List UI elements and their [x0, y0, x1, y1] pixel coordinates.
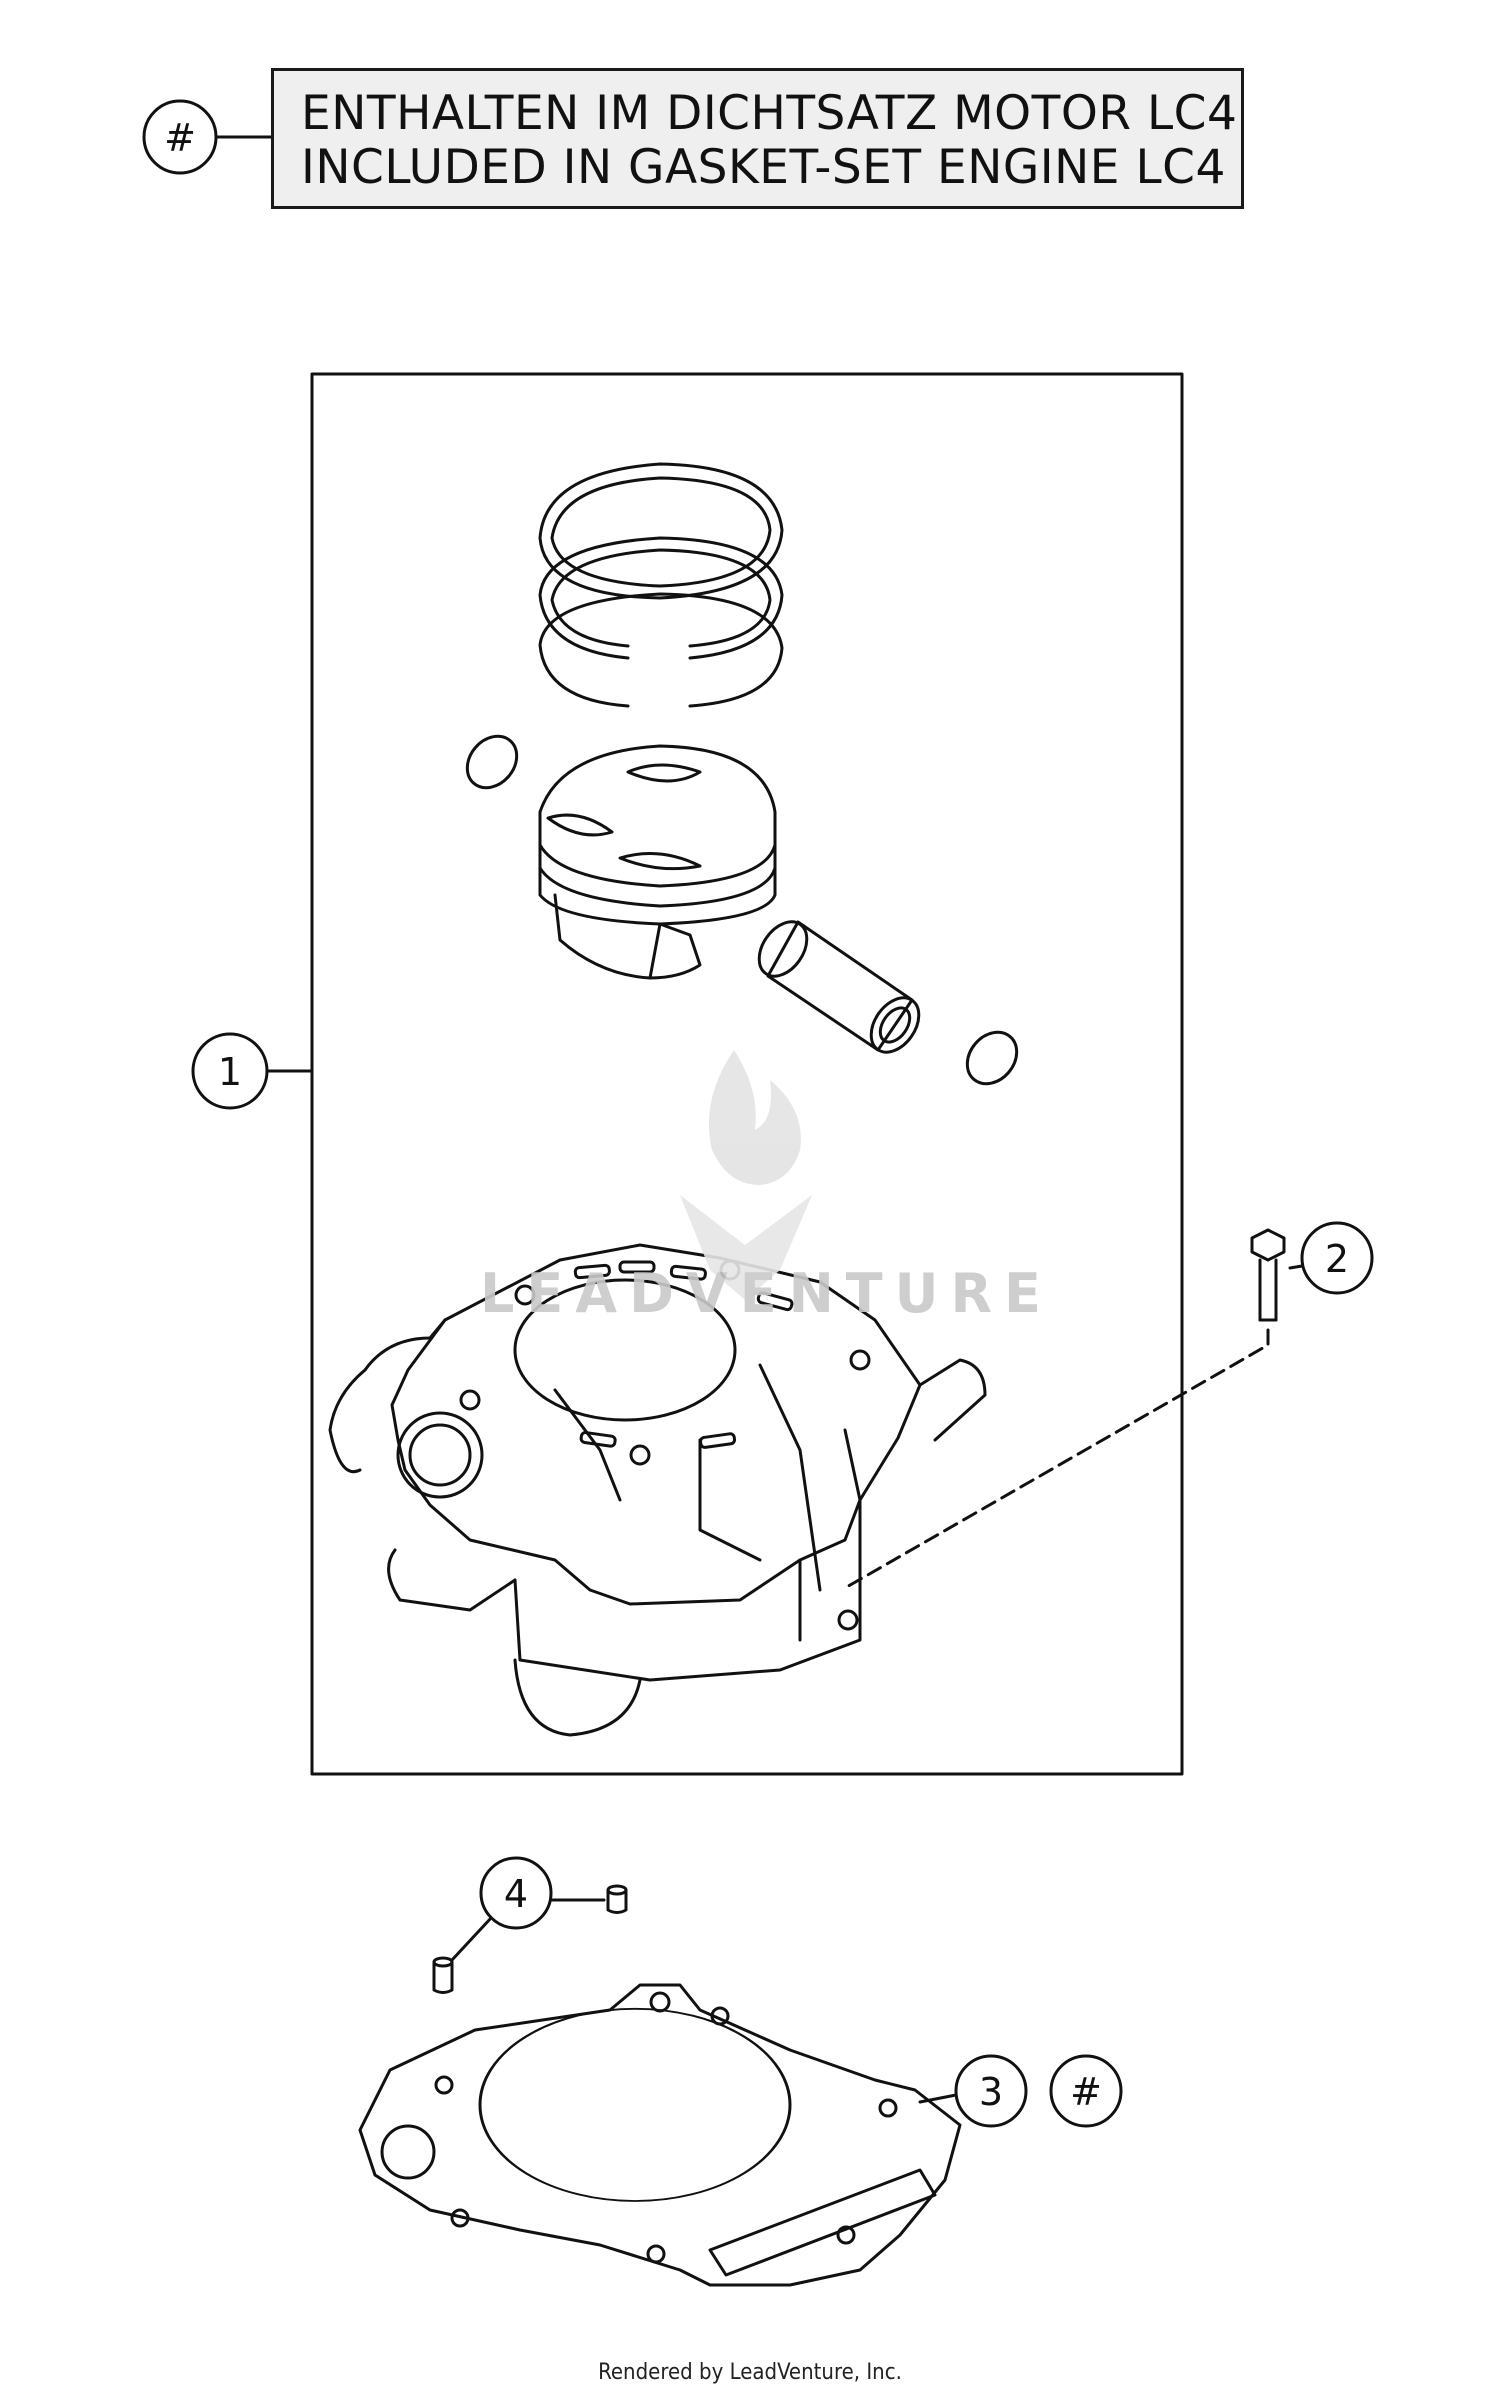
piston-pin-clip-right — [965, 1030, 1019, 1086]
kit-frame — [310, 372, 1184, 1776]
bolt-drawing — [1250, 1228, 1286, 1322]
legend-marker-callout — [142, 99, 273, 175]
legend-line-german: ENTHALTEN IM DICHTSATZ MOTOR LC4 — [301, 86, 1238, 141]
leadventure-watermark: LEADVENTURE — [480, 1050, 1053, 1325]
cylinder-base-gasket-drawing — [358, 1983, 962, 2287]
callout-3-label: 3 — [979, 2070, 1003, 2114]
dowel-pin-bottom — [432, 1956, 454, 1994]
piston-drawing — [538, 744, 777, 980]
legend-marker-label: # — [164, 116, 196, 160]
callout-3-hash-label: # — [1070, 2070, 1102, 2114]
piston-rings-drawing — [538, 462, 784, 708]
legend-line-english: INCLUDED IN GASKET-SET ENGINE LC4 — [301, 140, 1226, 195]
callout-3 — [918, 2054, 1028, 2128]
piston-pin-clip-left — [465, 734, 519, 790]
footer-credit: Rendered by LeadVenture, Inc. — [598, 2360, 902, 2385]
callout-4 — [450, 1856, 606, 1962]
callout-1 — [191, 1032, 314, 1110]
bolt-leader-dashed — [843, 1328, 1270, 1590]
callout-4-label: 4 — [504, 1872, 528, 1916]
legend-box: ENTHALTEN IM DICHTSATZ MOTOR LC4 INCLUDE… — [271, 68, 1244, 209]
v-logo-icon — [680, 1195, 812, 1300]
callout-1-label: 1 — [218, 1050, 242, 1094]
flame-logo-icon — [708, 1050, 801, 1185]
dowel-pin-top — [606, 1884, 628, 1914]
cylinder-drawing — [328, 1243, 987, 1737]
piston-pin-drawing — [757, 920, 921, 1054]
watermark-text: LEADVENTURE — [480, 1262, 1053, 1325]
callout-2 — [1288, 1221, 1374, 1295]
callout-3-hash-circle — [1049, 2054, 1123, 2128]
callout-2-label: 2 — [1325, 1237, 1349, 1281]
